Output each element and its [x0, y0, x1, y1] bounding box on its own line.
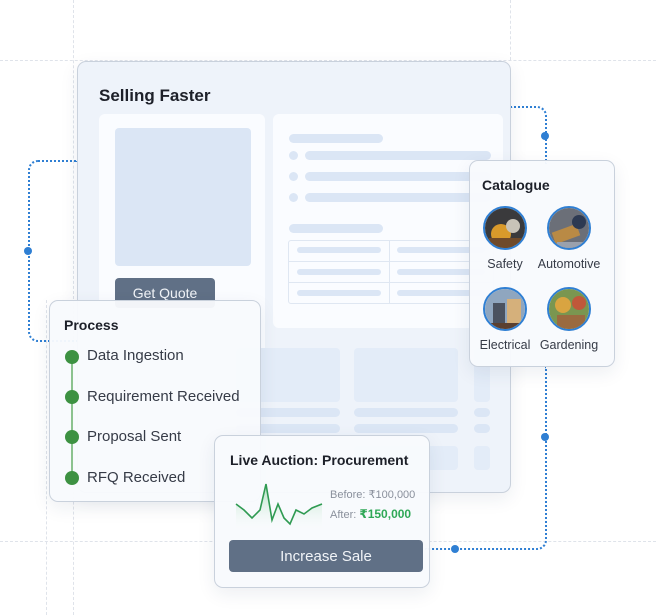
card-title: Selling Faster: [99, 86, 211, 105]
text-placeholder: [305, 172, 491, 181]
text-placeholder: [305, 151, 491, 160]
bullet-placeholder: [289, 193, 298, 202]
catalogue-item-gardening[interactable]: Gardening: [534, 287, 604, 352]
process-step: Proposal Sent: [87, 428, 182, 445]
guide-line: [0, 60, 656, 61]
after-price: After: ₹150,000: [330, 507, 412, 521]
price-trend-sparkline: [235, 483, 323, 532]
product-thumb-placeholder: [354, 348, 458, 402]
guide-line: [46, 300, 47, 615]
text-placeholder: [474, 408, 490, 417]
catalogue-label: Safety: [487, 257, 523, 271]
process-title: Process: [64, 317, 119, 333]
text-placeholder: [289, 224, 383, 233]
connector-node: [541, 433, 549, 441]
connector-bottom-right: [425, 366, 547, 550]
process-step: Requirement Received: [87, 388, 240, 405]
safety-icon: [483, 206, 527, 250]
text-placeholder: [474, 424, 490, 433]
process-timeline: [71, 361, 73, 479]
before-price: Before: ₹100,000: [330, 489, 416, 501]
text-placeholder: [305, 193, 491, 202]
connector-node: [24, 247, 32, 255]
increase-sale-button[interactable]: Increase Sale: [229, 540, 423, 572]
connector-node: [451, 545, 459, 553]
product-details-panel: [273, 114, 503, 328]
bullet-placeholder: [289, 151, 298, 160]
catalogue-item-electrical[interactable]: Electrical: [470, 287, 540, 352]
text-placeholder: [354, 424, 458, 433]
catalogue-label: Gardening: [539, 338, 599, 352]
text-placeholder: [289, 134, 383, 143]
catalogue-item-automotive[interactable]: Automotive: [534, 206, 604, 271]
catalogue-item-safety[interactable]: Safety: [470, 206, 540, 271]
bullet-placeholder: [289, 172, 298, 181]
catalogue-card: Catalogue Safety Automotive: [469, 160, 615, 367]
text-placeholder: [236, 424, 340, 433]
button-placeholder: [474, 446, 490, 470]
live-auction-card: Live Auction: Procurement Before: ₹100,0…: [214, 435, 430, 588]
catalogue-label: Electrical: [479, 338, 531, 352]
connector-node: [541, 132, 549, 140]
process-step: RFQ Received: [87, 469, 186, 486]
auction-title: Live Auction: Procurement: [230, 452, 409, 468]
spec-table-placeholder: [288, 240, 494, 304]
automotive-icon: [547, 206, 591, 250]
step-complete-icon: [65, 350, 79, 364]
process-step: Data Ingestion: [87, 347, 184, 364]
electrical-icon: [483, 287, 527, 331]
product-image-placeholder: [115, 128, 251, 266]
catalogue-title: Catalogue: [482, 177, 550, 193]
text-placeholder: [236, 408, 340, 417]
step-complete-icon: [65, 390, 79, 404]
step-complete-icon: [65, 430, 79, 444]
gardening-icon: [547, 287, 591, 331]
text-placeholder: [354, 408, 458, 417]
catalogue-label: Automotive: [537, 257, 601, 271]
guide-line: [510, 0, 511, 60]
step-complete-icon: [65, 471, 79, 485]
